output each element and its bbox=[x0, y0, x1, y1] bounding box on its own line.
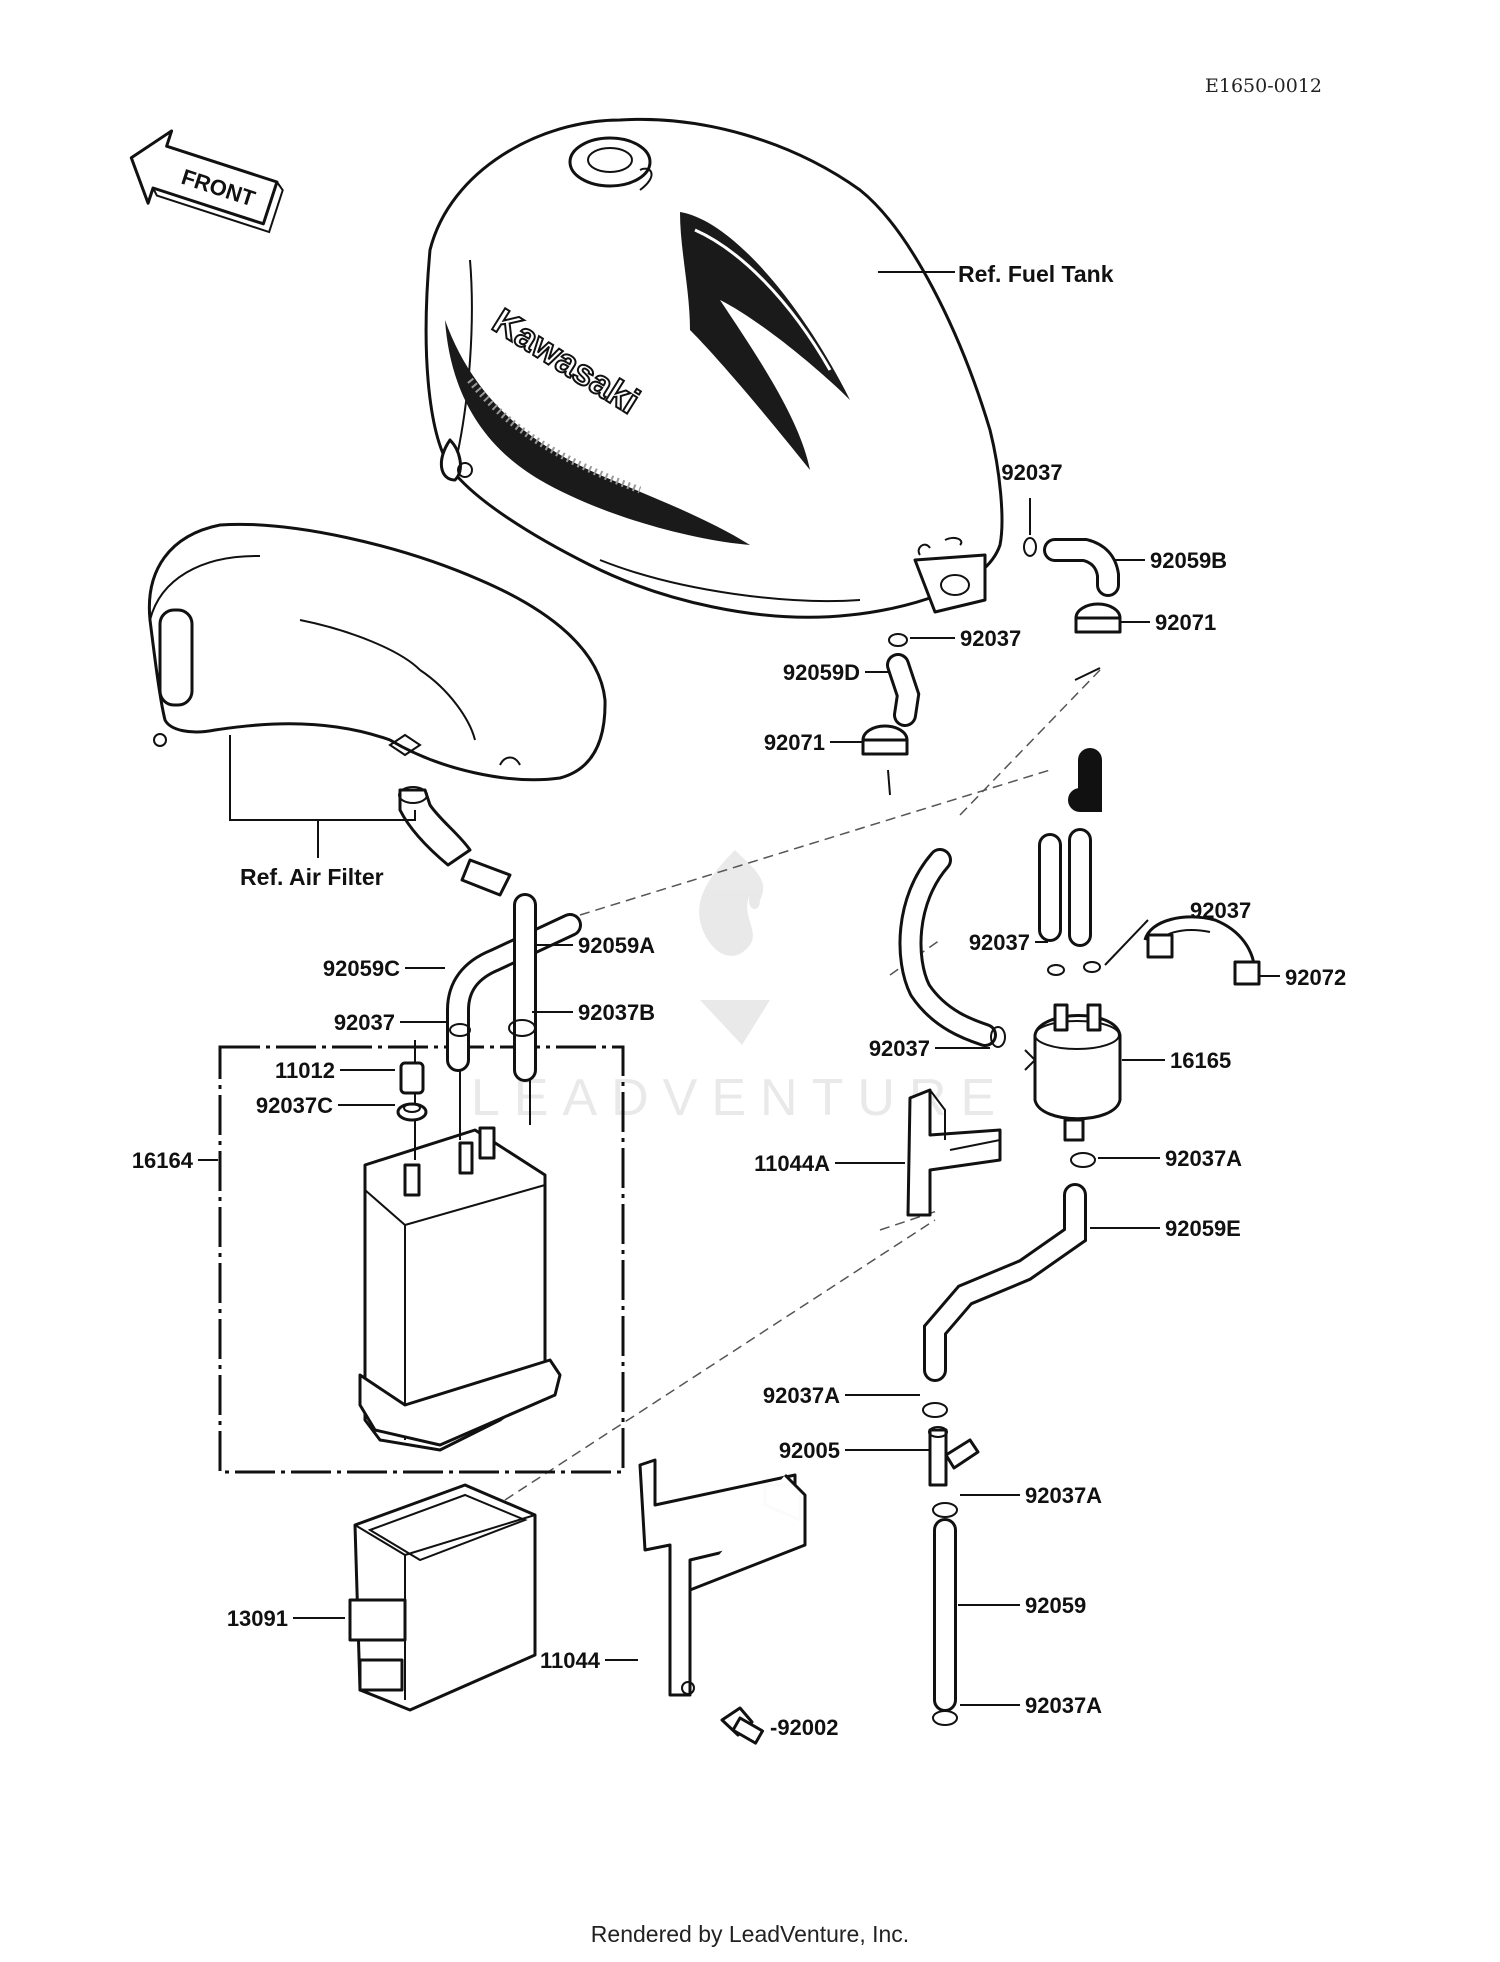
bracket-11044 bbox=[638, 1458, 807, 1697]
clamp-92037-filter-right bbox=[1083, 961, 1101, 973]
fuel-filter-16165 bbox=[1024, 1003, 1122, 1142]
label-92059E: 92059E bbox=[1165, 1216, 1241, 1241]
bolt-92002 bbox=[720, 1706, 765, 1745]
tank-graphic-lower bbox=[445, 320, 750, 545]
label-92037-b: 92037 bbox=[960, 626, 1021, 651]
canister-case-13091 bbox=[348, 1483, 537, 1712]
label-92059: 92059 bbox=[1025, 1593, 1086, 1618]
label-92037A-d: 92037A bbox=[1025, 1693, 1102, 1718]
canister-assembly-box bbox=[218, 1045, 625, 1474]
clamp-92037-top bbox=[1023, 537, 1037, 557]
clamp-92037 bbox=[449, 1023, 471, 1037]
label-92071-a: 92071 bbox=[1155, 610, 1216, 635]
label-92037A-c: 92037A bbox=[1025, 1483, 1102, 1508]
air-filter-elbow bbox=[398, 788, 472, 867]
tank-graphic-stripe bbox=[680, 212, 850, 470]
clamp-92037-hose-end bbox=[990, 1026, 1006, 1048]
tank-mount-bracket bbox=[913, 553, 987, 614]
label-16165: 16165 bbox=[1170, 1048, 1231, 1073]
label-92037-d: 92037 bbox=[1190, 898, 1251, 923]
fitting-92005 bbox=[928, 1426, 980, 1487]
cap-11012 bbox=[399, 1061, 425, 1095]
air-filter-hose-stub bbox=[460, 858, 512, 897]
clamp-92037A-4 bbox=[932, 1710, 958, 1726]
clamp-92037B bbox=[508, 1019, 536, 1037]
clamp-92037-filter-left bbox=[1047, 964, 1065, 976]
air-filter-housing bbox=[147, 522, 607, 897]
watermark-text: LEADVENTURE bbox=[471, 1069, 1009, 1127]
fuel-tank: Kawasaki bbox=[424, 117, 1004, 619]
label-92059A: 92059A bbox=[578, 933, 655, 958]
label-92071-b: 92071 bbox=[764, 730, 825, 755]
bracket-11044A bbox=[906, 1088, 1002, 1217]
label-92059C: 92059C bbox=[323, 956, 400, 981]
air-filter-opening bbox=[158, 608, 194, 707]
label-92037-e: 92037 bbox=[334, 1010, 395, 1035]
label-92059B: 92059B bbox=[1150, 548, 1227, 573]
band-92072 bbox=[1143, 915, 1261, 986]
label-92037-f: 92037 bbox=[869, 1036, 930, 1061]
leader-lines bbox=[198, 271, 1280, 1706]
label-92037-c: 92037 bbox=[969, 930, 1030, 955]
label-92037C: 92037C bbox=[256, 1093, 333, 1118]
label-92059D: 92059D bbox=[783, 660, 860, 685]
label-16164: 16164 bbox=[132, 1148, 194, 1173]
ref-air-filter: Ref. Air Filter bbox=[240, 864, 384, 890]
label-11044A: 11044A bbox=[754, 1151, 830, 1176]
label-92005: 92005 bbox=[779, 1438, 840, 1463]
label-92002: -92002 bbox=[770, 1715, 839, 1740]
label-13091: 13091 bbox=[227, 1606, 288, 1631]
clamp-92037-mid bbox=[888, 633, 908, 647]
grommet-92071-upper bbox=[1074, 602, 1122, 634]
ref-fuel-tank: Ref. Fuel Tank bbox=[958, 261, 1114, 287]
label-92037A-a: 92037A bbox=[1165, 1146, 1242, 1171]
footer-credit: Rendered by LeadVenture, Inc. bbox=[591, 1921, 909, 1947]
label-92037-a: 92037 bbox=[1001, 460, 1062, 485]
diagram-code: E1650-0012 bbox=[1205, 75, 1322, 97]
grommet-92071-lower bbox=[861, 724, 909, 756]
clamp-92037A-1 bbox=[1070, 1152, 1096, 1168]
label-11044: 11044 bbox=[540, 1648, 601, 1673]
watermark: LEADVENTURE bbox=[471, 850, 1009, 1127]
flame-icon bbox=[699, 850, 764, 956]
label-92037A-b: 92037A bbox=[763, 1383, 840, 1408]
label-92037B: 92037B bbox=[578, 1000, 655, 1025]
clamp-92037A-2 bbox=[922, 1402, 948, 1418]
chevron-mark-icon bbox=[700, 1000, 770, 1045]
front-arrow-icon: FRONT bbox=[129, 129, 284, 234]
label-92072: 92072 bbox=[1285, 965, 1346, 990]
fuel-cap-icon bbox=[568, 136, 652, 188]
clamp-92037A-3 bbox=[932, 1502, 958, 1518]
charcoal-canister bbox=[358, 1126, 562, 1452]
label-11012: 11012 bbox=[275, 1058, 335, 1083]
